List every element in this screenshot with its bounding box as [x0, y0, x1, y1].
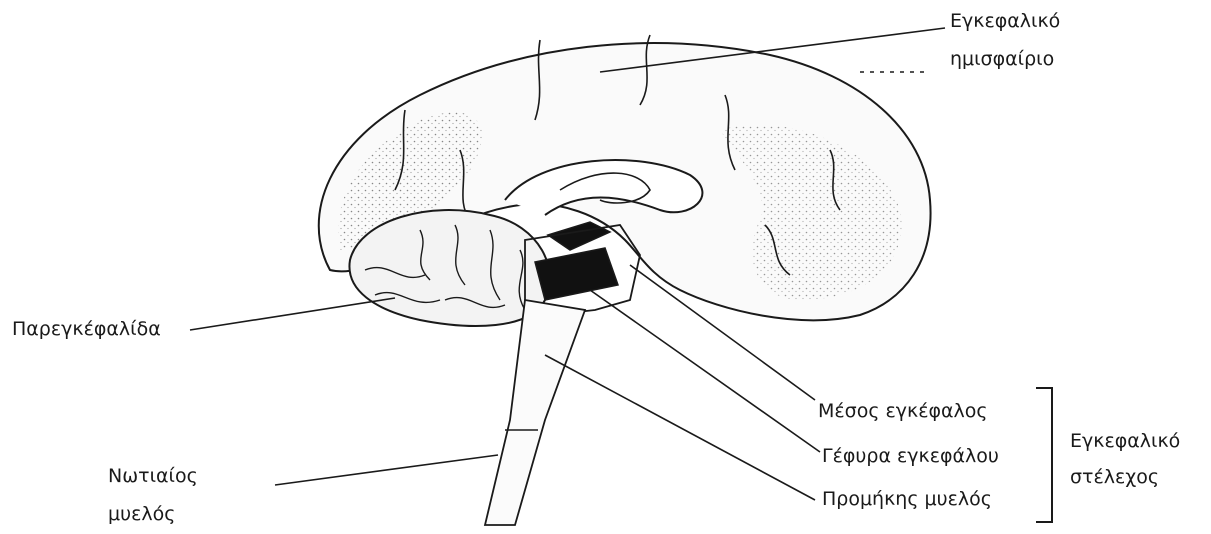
label-spinal-cord: Νωτιαίος μυελός [108, 465, 198, 527]
label-line: μυελός [108, 503, 198, 527]
label-line: Εγκεφαλικό [1070, 430, 1180, 454]
label-brainstem: Εγκεφαλικό στέλεχος [1070, 430, 1180, 490]
label-line: στέλεχος [1070, 466, 1180, 490]
label-pons: Γέφυρα εγκεφάλου [822, 445, 999, 469]
label-line: Νωτιαίος [108, 465, 198, 489]
spinal-cord [485, 300, 585, 525]
label-cerebral-hemisphere: Εγκεφαλικό ημισφαίριο [950, 10, 1060, 72]
label-midbrain: Μέσος εγκέφαλος [818, 400, 988, 424]
label-cerebellum: Παρεγκέφαλίδα [12, 318, 161, 342]
brainstem-bracket [1036, 388, 1052, 522]
cerebellum [349, 210, 549, 326]
label-medulla: Προμήκης μυελός [822, 488, 992, 512]
label-line: Εγκεφαλικό [950, 10, 1060, 34]
midbrain-shape [548, 222, 610, 250]
pons-shape [535, 248, 618, 300]
label-line: ημισφαίριο [950, 48, 1060, 72]
